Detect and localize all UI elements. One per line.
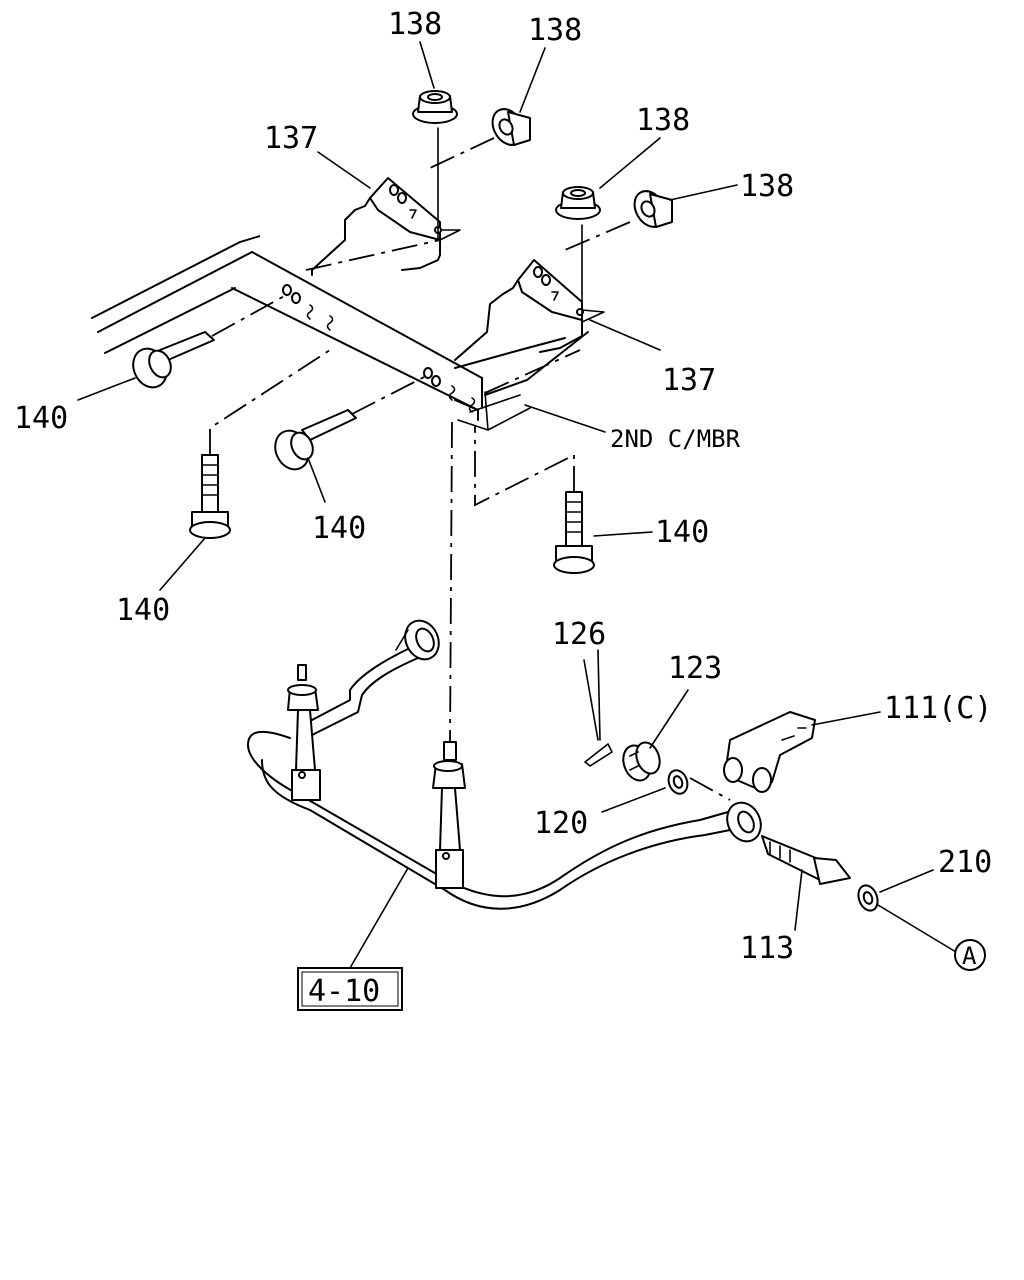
- leader-lines: [77, 41, 957, 969]
- washer-210: [857, 884, 879, 912]
- stabilizer-link-left: [287, 664, 321, 801]
- ref-box-frame: [297, 967, 403, 1011]
- bracket-111: [723, 711, 816, 793]
- callout-140-c: 140: [655, 515, 709, 550]
- callout-138-d: 138: [740, 169, 794, 204]
- ref-circle: [954, 939, 986, 971]
- callout-126: 126: [552, 617, 606, 652]
- callout-140-d: 140: [116, 593, 170, 628]
- stabilizer-bar: [247, 619, 762, 910]
- second-cross-member: [231, 239, 589, 431]
- callout-138-a: 138: [388, 7, 442, 42]
- castle-nut-123: [622, 741, 661, 782]
- callout-140-b: 140: [312, 511, 366, 546]
- callout-second-cross-member: 2ND C/MBR: [610, 425, 741, 453]
- flange-nut-138-d: [564, 190, 673, 251]
- callout-140-a: 140: [14, 401, 68, 436]
- bracket-137-upper: [311, 177, 461, 276]
- ref-box-inner-frame: [301, 971, 399, 1007]
- callout-123: 123: [668, 651, 722, 686]
- washer-120: [667, 769, 731, 801]
- bolt-140-lower-left: [189, 349, 331, 539]
- callout-138-c: 138: [636, 103, 690, 138]
- callout-137-a: 137: [264, 121, 318, 156]
- callout-120: 120: [534, 806, 588, 841]
- bolt-140-center: [274, 374, 429, 471]
- bolt-113: [761, 835, 851, 885]
- ref-circle-label[interactable]: A: [962, 942, 977, 970]
- center-line: [449, 421, 453, 743]
- flange-nut-138-a: [412, 90, 458, 241]
- cotter-pin-126: [584, 649, 613, 767]
- bolt-140-right: [474, 425, 595, 574]
- bolt-140-upper-left: [132, 293, 289, 389]
- callout-138-b: 138: [528, 13, 582, 48]
- frame-rails: [91, 235, 261, 354]
- callout-137-b: 137: [662, 363, 716, 398]
- flange-nut-138-c: [555, 186, 601, 321]
- flange-nut-138-b: [429, 108, 531, 169]
- callout-113: 113: [740, 931, 794, 966]
- stabilizer-link-center: [432, 741, 466, 889]
- callout-210: 210: [938, 845, 992, 880]
- callout-111: 111(C): [884, 691, 992, 726]
- ref-box-label[interactable]: 4-10: [308, 974, 380, 1009]
